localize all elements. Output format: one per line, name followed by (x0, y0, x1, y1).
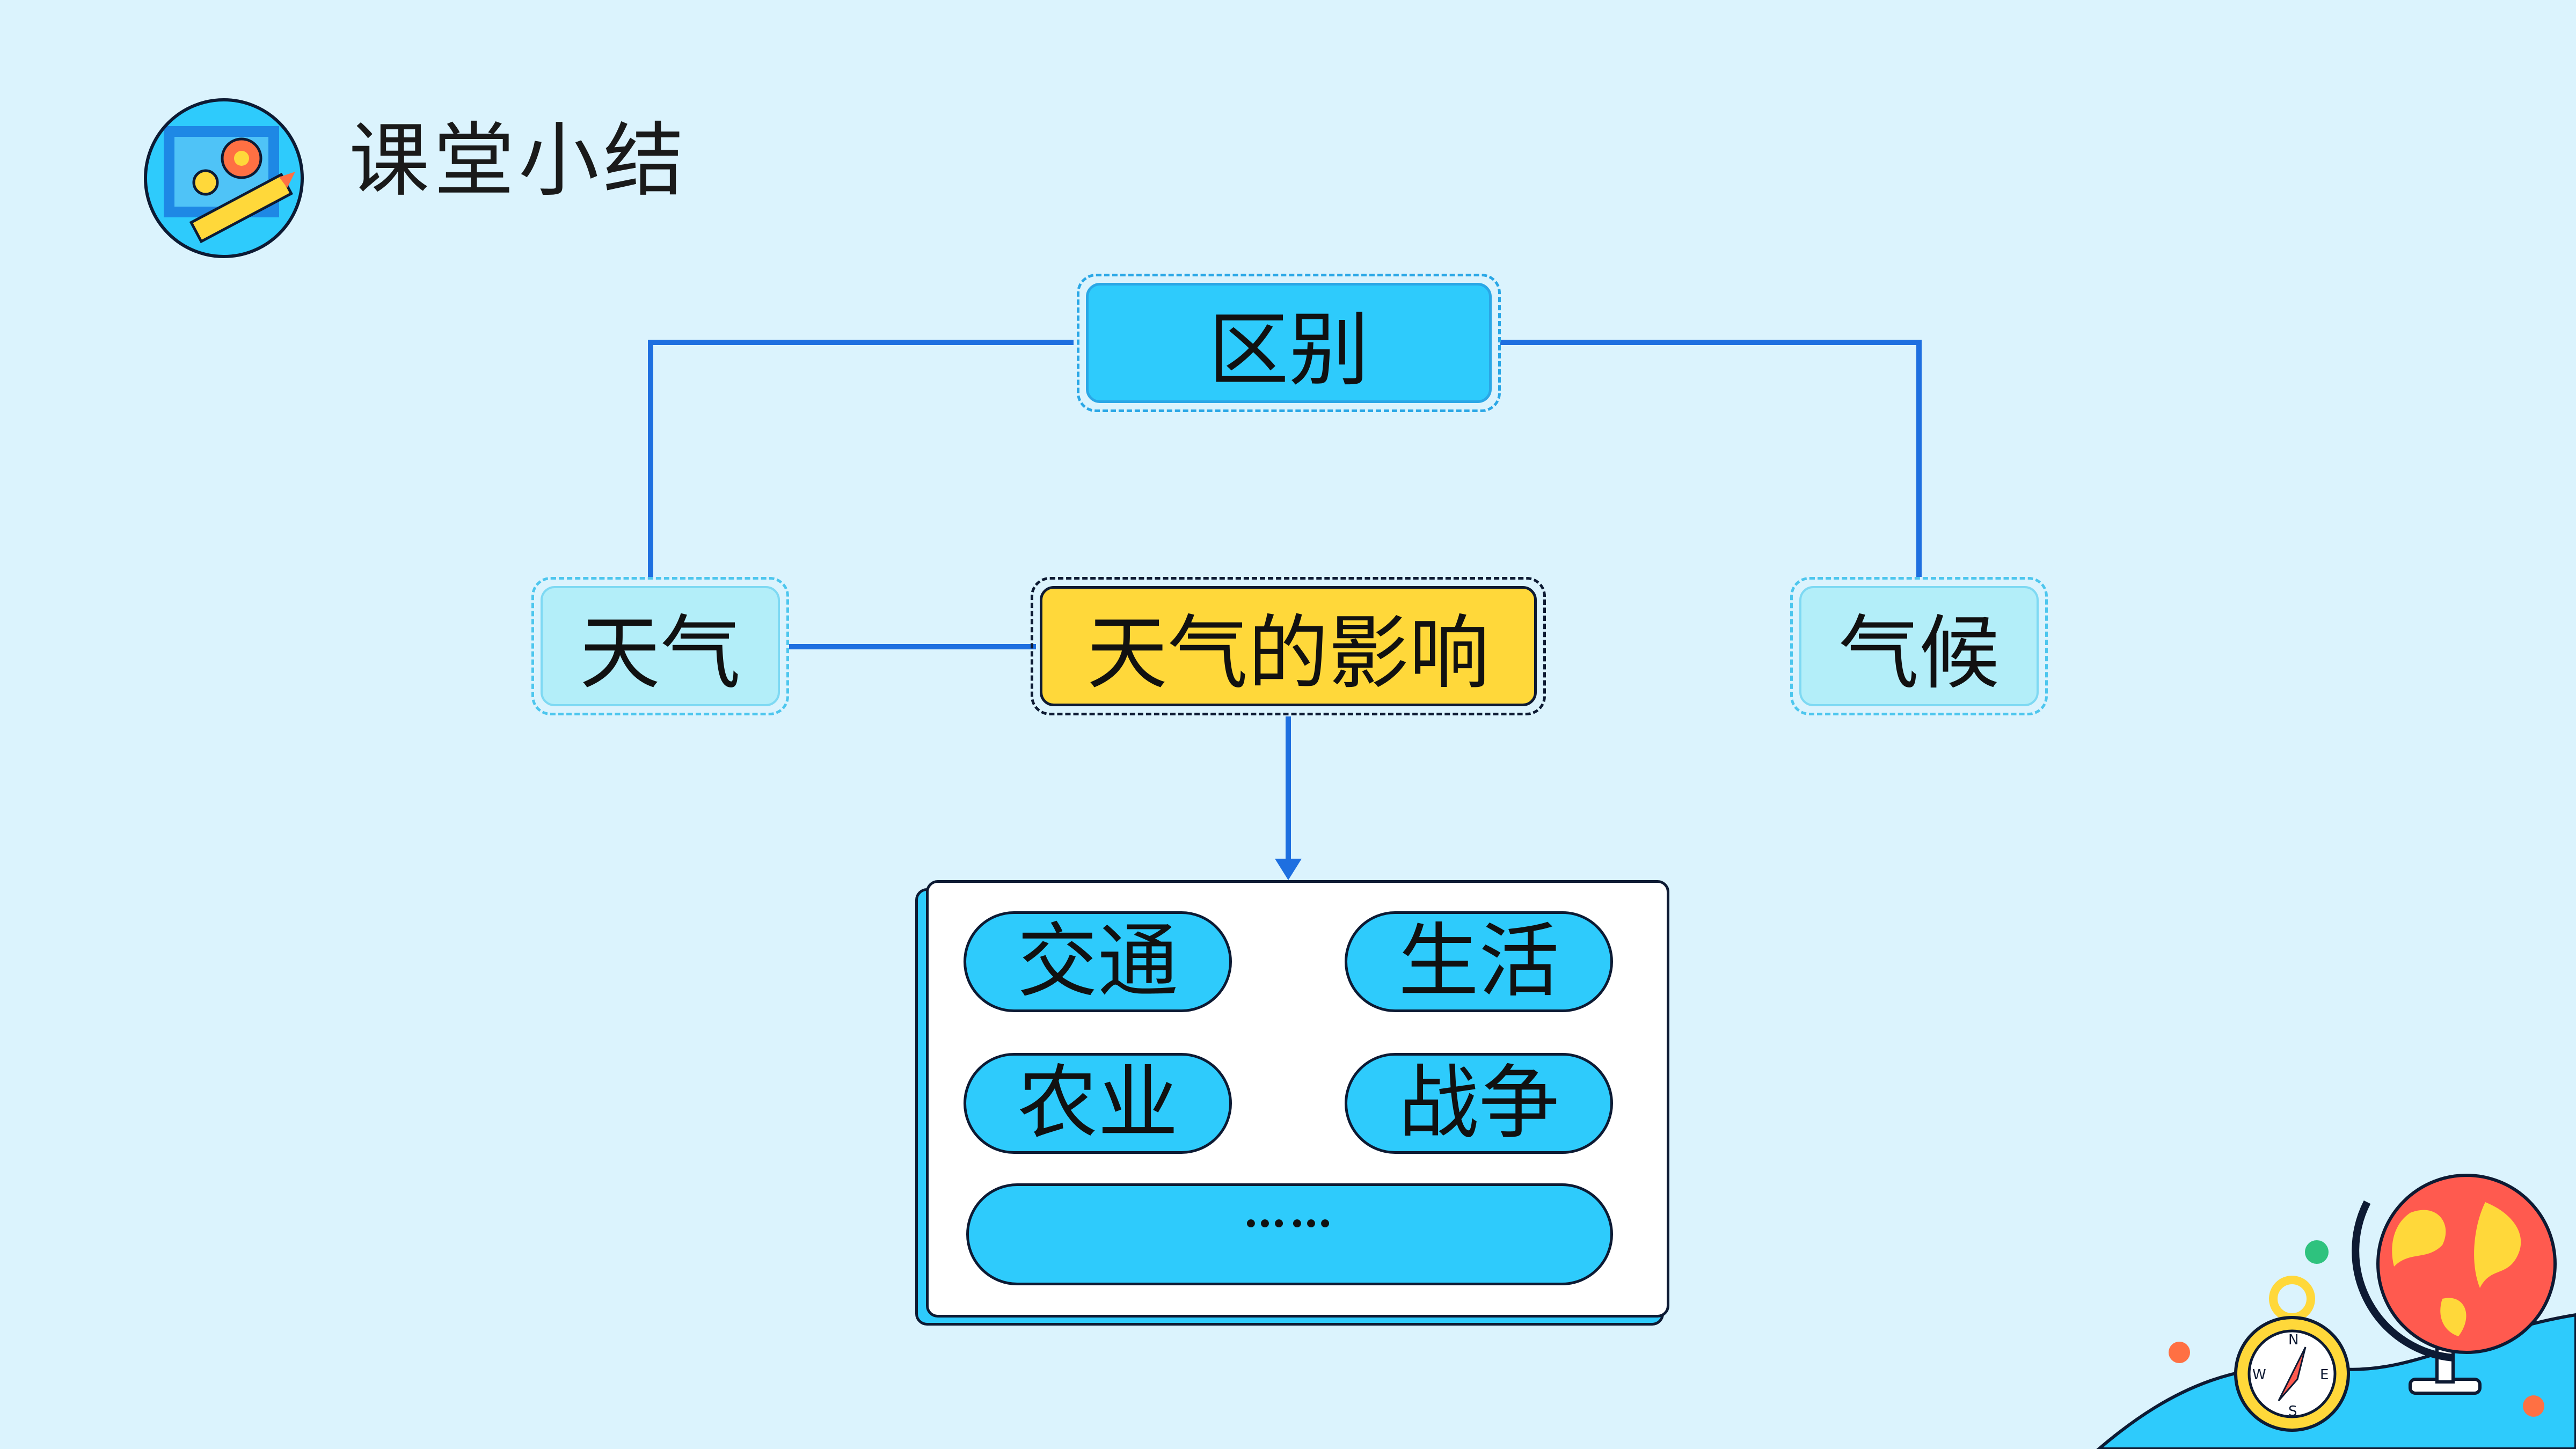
page-title: 课堂小结 (349, 114, 689, 208)
impact-item-life: 生活 (1345, 911, 1613, 1012)
node-weather: 天气 (531, 577, 789, 715)
svg-text:W: W (2252, 1367, 2266, 1383)
impact-item-life-label: 生活 (1398, 915, 1559, 1008)
impact-item-traffic-label: 交通 (1017, 915, 1178, 1008)
impact-item-war: 战争 (1345, 1053, 1613, 1154)
lesson-icon (144, 98, 304, 258)
node-climate-label: 气候 (1838, 606, 1999, 700)
node-climate: 气候 (1790, 577, 2048, 715)
svg-text:N: N (2288, 1332, 2298, 1348)
svg-text:S: S (2288, 1403, 2297, 1419)
decor-corner: N S E W (2096, 1174, 2576, 1449)
impact-item-more: …… (966, 1183, 1613, 1285)
node-weather-impact-label: 天气的影响 (1086, 606, 1490, 700)
impact-item-agriculture-label: 农业 (1017, 1057, 1178, 1150)
node-difference: 区别 (1077, 274, 1501, 412)
impact-item-agriculture: 农业 (964, 1053, 1232, 1154)
impact-item-traffic: 交通 (964, 911, 1232, 1012)
node-weather-label: 天气 (579, 606, 741, 700)
svg-text:E: E (2320, 1367, 2329, 1383)
impact-item-war-label: 战争 (1398, 1057, 1559, 1150)
impact-item-more-label: …… (1243, 1187, 1336, 1237)
node-weather-impact: 天气的影响 (1031, 577, 1546, 715)
node-difference-label: 区别 (1208, 303, 1369, 397)
